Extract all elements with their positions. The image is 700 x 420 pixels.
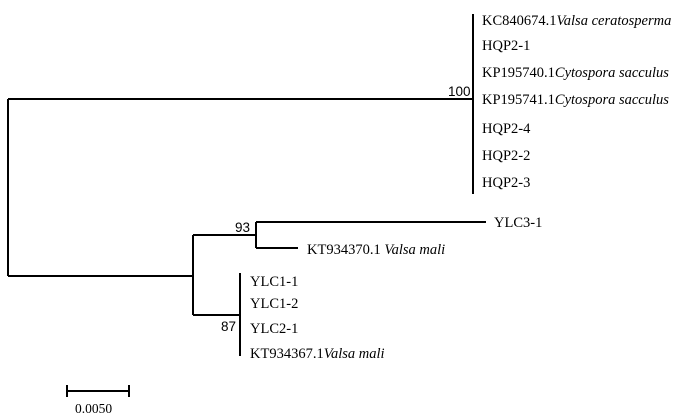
leaf-label: KT934370.1 Valsa mali [307,242,445,258]
ylc3-clade-leaves: YLC3-1 KT934370.1 Valsa mali [307,215,542,258]
scale-bar: 0.0050 [66,385,130,416]
bootstrap-value-ylc3: 93 [235,220,250,235]
ylc1-clade-leaves: YLC1-1 YLC1-2 YLC2-1 KT934367.1Valsa mal… [250,274,385,362]
leaf-label: KT934367.1Valsa mali [250,346,385,362]
tree-branches [7,14,486,356]
bootstrap-value-cytospora: 100 [448,84,471,99]
leaf-label: YLC2-1 [250,321,298,337]
bootstrap-value-ylc1: 87 [221,319,236,334]
leaf-label: HQP2-2 [482,148,530,164]
leaf-label: KP195740.1Cytospora sacculus [482,65,669,81]
leaf-label: HQP2-3 [482,175,530,191]
leaf-label: KC840674.1Valsa ceratosperma [482,13,671,29]
leaf-label: YLC3-1 [494,215,542,231]
leaf-label: HQP2-4 [482,121,531,137]
scale-bar-label: 0.0050 [75,401,112,416]
leaf-label: YLC1-1 [250,274,298,290]
leaf-label: YLC1-2 [250,296,298,312]
leaf-label: KP195741.1Cytospora sacculus [482,92,669,108]
leaf-label: HQP2-1 [482,38,530,54]
cytospora-clade-leaves: KC840674.1Valsa ceratosperma HQP2-1 KP19… [482,13,671,191]
